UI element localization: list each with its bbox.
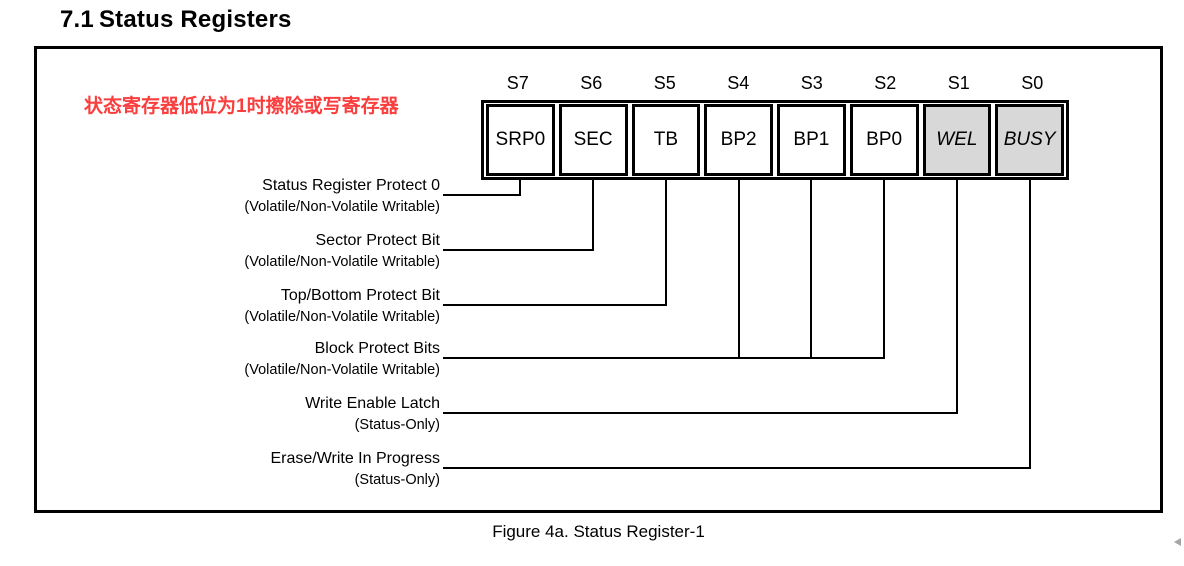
field-name: Erase/Write In Progress (270, 450, 440, 467)
figure-caption: Figure 4a. Status Register-1 (492, 522, 705, 541)
register-cell-srp0: SRP0 (486, 104, 555, 176)
register-cell-bp0: BP0 (849, 104, 919, 176)
connector-vline-s3 (810, 180, 812, 359)
bit-index-s0: S0 (1021, 73, 1044, 93)
chinese-note: 状态寄存器低位为1时擦除或写寄存器 (84, 96, 399, 117)
bit-index-s4: S4 (727, 73, 750, 93)
connector-vline-s1 (956, 180, 958, 414)
field-name: Block Protect Bits (314, 340, 440, 357)
figure-frame (34, 46, 1163, 513)
connector-vline-s4 (738, 180, 740, 359)
connector-hline-srp0 (443, 194, 521, 196)
bit-index-s5: S5 (653, 73, 676, 93)
field-name: Sector Protect Bit (315, 232, 441, 249)
page-edge-marker-icon (1174, 538, 1181, 546)
connector-vline-s0 (1029, 180, 1031, 469)
bit-index-row: S7 S6 S5 S4 S3 S2 S1 S0 (481, 73, 1069, 94)
register-cell-tb: TB (631, 104, 701, 176)
bit-index-s6: S6 (580, 73, 603, 93)
register-cell-sec: SEC (558, 104, 628, 176)
register-cell-bp2: BP2 (704, 104, 773, 176)
connector-hline-busy (443, 467, 1031, 469)
field-label-srp0: Status Register Protect 0 (Volatile/Non-… (140, 176, 440, 217)
section-title: Status Registers (98, 6, 292, 33)
field-name: Write Enable Latch (305, 395, 440, 412)
field-attribute: (Volatile/Non-Volatile Writable) (244, 362, 440, 378)
connector-hline-wel (443, 412, 958, 414)
field-attribute: (Volatile/Non-Volatile Writable) (244, 309, 440, 325)
field-label-wel: Write Enable Latch (Status-Only) (140, 394, 440, 435)
bit-index-s3: S3 (800, 73, 823, 93)
connector-vline-s6 (592, 180, 594, 251)
field-attribute: (Volatile/Non-Volatile Writable) (244, 254, 440, 270)
section-number: 7.1 (60, 6, 94, 33)
connector-hline-bp (443, 357, 885, 359)
field-name: Status Register Protect 0 (262, 177, 440, 194)
field-name: Top/Bottom Protect Bit (280, 287, 440, 304)
register-cell-wel: WEL (922, 104, 992, 176)
field-attribute: (Volatile/Non-Volatile Writable) (244, 199, 440, 215)
connector-vline-s5 (665, 180, 667, 306)
connector-vline-s2 (883, 180, 885, 359)
connector-hline-tb (443, 304, 667, 306)
field-label-bp: Block Protect Bits (Volatile/Non-Volatil… (140, 339, 440, 380)
bit-index-s7: S7 (506, 73, 529, 93)
field-attribute: (Status-Only) (354, 472, 440, 488)
section-heading: 7.1 Status Registers (60, 6, 292, 34)
register-cell-bp1: BP1 (777, 104, 846, 176)
register-cell-row: SRP0 SEC TB BP2 BP1 BP0 WEL BUSY (481, 100, 1069, 180)
field-label-tb: Top/Bottom Protect Bit (Volatile/Non-Vol… (140, 286, 440, 327)
field-label-busy: Erase/Write In Progress (Status-Only) (140, 449, 440, 490)
bit-index-s2: S2 (874, 73, 897, 93)
bit-index-s1: S1 (947, 73, 970, 93)
register-cell-busy: BUSY (995, 104, 1064, 176)
connector-vline-s7 (519, 180, 521, 196)
connector-hline-sec (443, 249, 594, 251)
field-label-sec: Sector Protect Bit (Volatile/Non-Volatil… (140, 231, 440, 272)
field-attribute: (Status-Only) (354, 417, 440, 433)
